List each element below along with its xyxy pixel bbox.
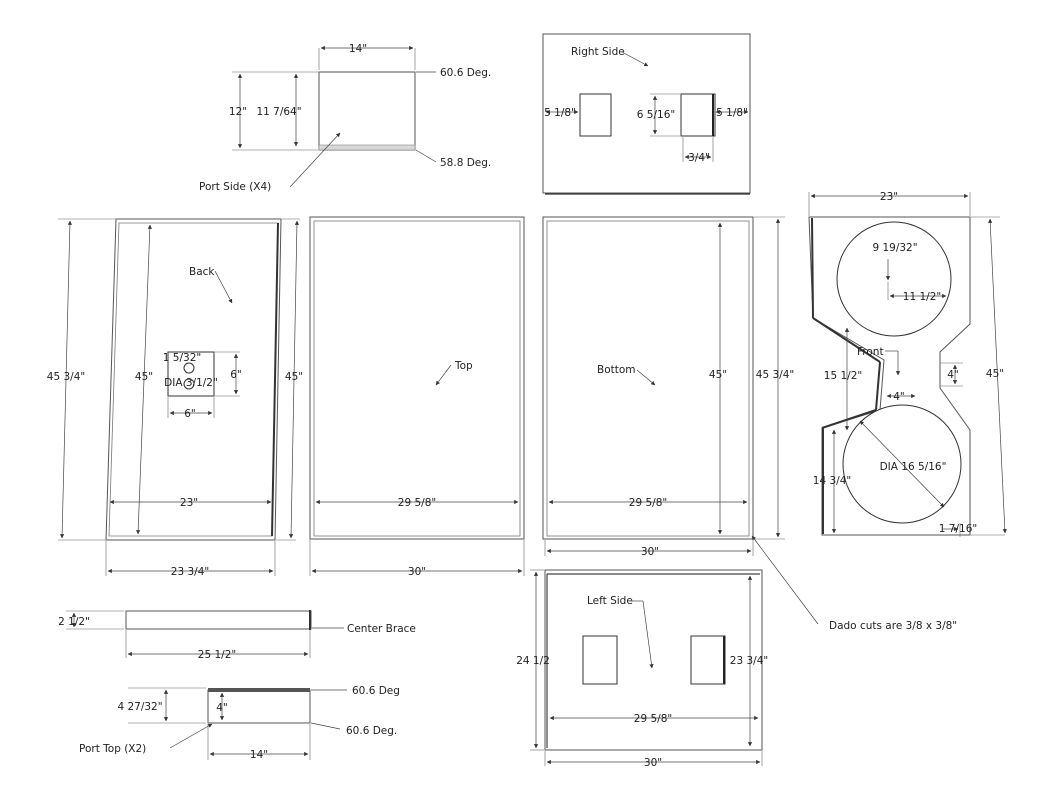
port-side-bottom-angle-label: 58.8 Deg. <box>440 157 491 169</box>
left-side-title: Left Side <box>587 595 633 607</box>
port-side-width-label: 14" <box>349 43 367 55</box>
center-brace-panel: 2 1/2" Center Brace 25 1/2" <box>58 610 416 661</box>
terminal-hole-spacing-label: 1 5/32" <box>163 352 201 364</box>
top-title: Top <box>454 360 473 372</box>
right-side-right-offset-label: 5 1/8" <box>716 107 748 119</box>
bottom-panel: Bottom 29 5/8" 45" 45 3/4" 30" Dado cuts… <box>542 216 957 632</box>
port-top-outer-height-label: 4 27/32" <box>117 701 162 713</box>
terminal-plate-height-label: 6" <box>230 369 242 381</box>
port-side-top-angle-label: 60.6 Deg. <box>440 67 491 79</box>
port-side-outer-height-label: 12" <box>229 106 247 118</box>
left-side-outer-height-label: 24 1/2 <box>516 655 550 667</box>
front-height-label: 45" <box>986 368 1004 380</box>
front-bottom-offset-label: 1 7/16" <box>939 523 977 535</box>
terminal-hole-dia-label: DIA 3/1/2" <box>164 377 218 389</box>
front-width-label: 23" <box>880 191 898 203</box>
back-panel: Back 1 5/32" DIA 3/1/2" 6" 6" 45 3/4" 45… <box>47 218 303 578</box>
port-side-inner-height-label: 11 7/64" <box>256 106 301 118</box>
bottom-inner-height-label: 45" <box>709 369 727 381</box>
right-side-left-offset-label: 5 1/8" <box>544 107 576 119</box>
center-brace-height-label: 2 1/2" <box>58 616 90 628</box>
front-lower-offset-label: 14 3/4" <box>813 475 851 487</box>
bottom-outer-height-label: 45 3/4" <box>756 369 794 381</box>
back-outer-height-label: 45 3/4" <box>47 371 85 383</box>
back-title: Back <box>189 266 215 278</box>
back-outer-width-label: 23 3/4" <box>171 566 209 578</box>
bottom-title: Bottom <box>597 364 636 376</box>
left-side-outer-width-label: 30" <box>644 757 662 769</box>
left-side-inner-height-label: 23 3/4" <box>730 655 768 667</box>
front-panel: 23" 45" 9 19/32" 11 1/2" Front 4" 4" 15 … <box>808 191 1007 537</box>
bottom-inner-width-label: 29 5/8" <box>629 497 667 509</box>
right-side-cut-width-label: 3/4" <box>688 152 710 164</box>
top-panel: Top 29 5/8" 30" <box>309 216 525 578</box>
back-inner-height-label: 45" <box>135 371 153 383</box>
port-top-width-label: 14" <box>250 749 268 761</box>
center-brace-length-label: 25 1/2" <box>198 649 236 661</box>
right-side-cut-height-label: 6 5/16" <box>637 109 675 121</box>
front-mid-offset-label: 15 1/2" <box>824 370 862 382</box>
left-side-panel: Left Side 24 1/2 23 3/4" 29 5/8" 30" <box>516 569 768 769</box>
back-right-height-label: 45" <box>285 371 303 383</box>
dado-cuts-note: Dado cuts are 3/8 x 3/8" <box>829 620 957 632</box>
port-top-inner-height-label: 4" <box>216 702 228 714</box>
top-inner-width-label: 29 5/8" <box>398 497 436 509</box>
port-side-panel: 14" 12" 11 7/64" 60.6 Deg. 58.8 Deg. Por… <box>199 43 491 193</box>
port-top-panel: 4 27/32" 4" 60.6 Deg 60.6 Deg. Port Top … <box>79 685 400 761</box>
right-side-panel: Right Side 5 1/8" 5 1/8" 6 5/16" 3/4" <box>542 33 751 195</box>
center-brace-title: Center Brace <box>347 623 416 635</box>
front-upper-hole-offset-label: 11 1/2" <box>903 291 941 303</box>
front-title: Front <box>857 346 884 358</box>
top-outer-width-label: 30" <box>408 566 426 578</box>
port-side-title: Port Side (X4) <box>199 181 271 193</box>
front-slot-width-label: 4" <box>893 391 905 403</box>
front-lower-hole-dia-label: DIA 16 5/16" <box>880 461 947 473</box>
terminal-plate-width-label: 6" <box>184 408 196 420</box>
right-side-title: Right Side <box>571 46 625 58</box>
back-inner-width-label: 23" <box>180 497 198 509</box>
left-side-inner-width-label: 29 5/8" <box>634 713 672 725</box>
port-top-angle-bottom-label: 60.6 Deg. <box>346 725 397 737</box>
port-top-title: Port Top (X2) <box>79 743 146 755</box>
front-slot-height-label: 4" <box>947 369 959 381</box>
port-top-angle-top-label: 60.6 Deg <box>352 685 400 697</box>
front-upper-hole-dia-label: 9 19/32" <box>872 242 917 254</box>
bottom-outer-width-label: 30" <box>641 546 659 558</box>
